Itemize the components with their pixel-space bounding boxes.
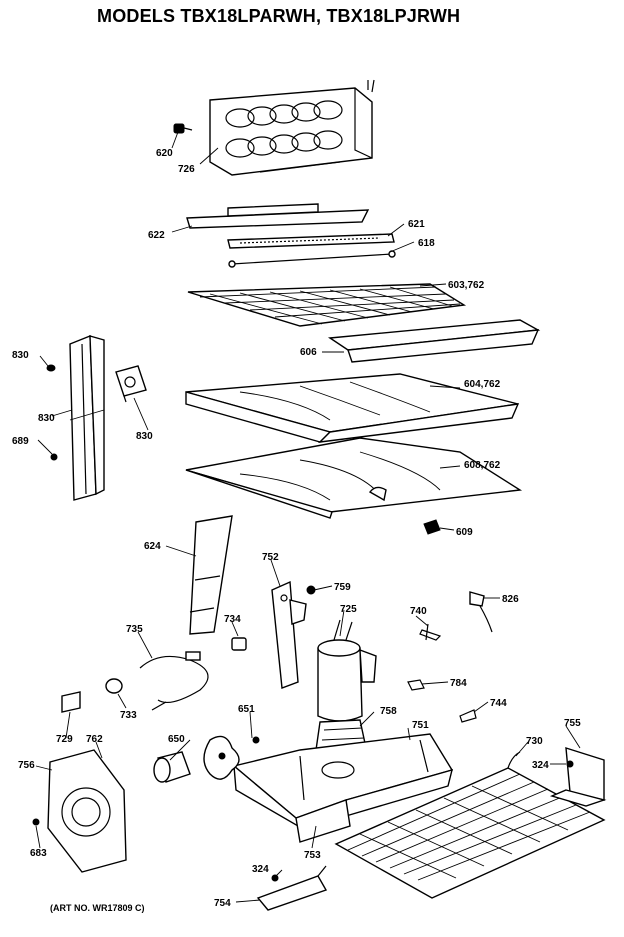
leader-lines	[35, 131, 581, 903]
callout-604-762: 604,762	[464, 379, 501, 390]
terminal-box	[61, 691, 81, 713]
grommet	[306, 585, 316, 595]
callout-744: 744	[490, 698, 507, 709]
wiring-harness	[139, 651, 209, 711]
screw-324-upper	[566, 760, 574, 768]
callout-324-lower: 324	[252, 864, 269, 875]
light-socket	[115, 365, 147, 403]
callout-606: 606	[300, 347, 317, 358]
callout-751: 751	[412, 720, 429, 731]
screw-small	[50, 453, 58, 461]
callout-762: 762	[86, 734, 103, 745]
defrost-heater	[227, 233, 395, 249]
callout-618: 618	[418, 238, 435, 249]
callout-830-strip: 830	[38, 413, 55, 424]
callout-730: 730	[526, 736, 543, 747]
screw-324-lower	[271, 874, 279, 882]
defrost-thermostat	[173, 123, 193, 134]
channel-strip	[69, 334, 105, 501]
art-number: (ART NO. WR17809 C)	[50, 903, 145, 913]
air-duct	[189, 515, 233, 635]
screw	[46, 364, 56, 372]
callout-754: 754	[214, 898, 231, 909]
screw-683	[32, 818, 40, 826]
callout-324-upper: 324	[532, 760, 549, 771]
condenser-shroud	[47, 749, 127, 873]
compressor	[317, 619, 377, 722]
callout-756: 756	[18, 760, 35, 771]
relay-start	[231, 637, 247, 651]
callout-735: 735	[126, 624, 143, 635]
fan-motor	[153, 751, 191, 783]
callout-740: 740	[410, 606, 427, 617]
callout-759: 759	[334, 582, 351, 593]
capacitor	[105, 678, 123, 694]
compressor-bracket	[271, 580, 307, 689]
callout-651: 651	[238, 704, 255, 715]
callout-621: 621	[408, 219, 425, 230]
callout-622: 622	[148, 230, 165, 241]
relay-clip	[419, 623, 442, 641]
callout-603-762: 603,762	[448, 280, 485, 291]
callout-624: 624	[144, 541, 161, 552]
callout-753: 753	[304, 850, 321, 861]
shelf-support	[423, 519, 441, 535]
callout-752: 752	[262, 552, 279, 563]
callout-609: 609	[456, 527, 473, 538]
evaporator-coil	[209, 79, 375, 176]
callout-608-762: 608,762	[464, 460, 501, 471]
fan-blade	[203, 735, 240, 780]
overload-protector	[469, 591, 493, 633]
nut-651	[252, 736, 260, 744]
callout-620: 620	[156, 148, 173, 159]
callout-758: 758	[380, 706, 397, 717]
drain-clip	[459, 709, 477, 723]
heater-rod	[228, 250, 396, 268]
callout-689: 689	[12, 436, 29, 447]
callout-733: 733	[120, 710, 137, 721]
callout-755: 755	[564, 718, 581, 729]
fresh-food-divider	[185, 437, 523, 519]
ice-tray-shelf	[327, 319, 541, 363]
callout-734: 734	[224, 614, 241, 625]
base-rail	[295, 799, 351, 843]
leveling-leg	[256, 865, 328, 911]
callout-labels: 620 726 622 621 618 603,762 606 604,762 …	[12, 148, 581, 909]
callout-826: 826	[502, 594, 519, 605]
callout-650: 650	[168, 734, 185, 745]
clamp	[407, 679, 425, 691]
callout-725: 725	[340, 604, 357, 615]
freezer-shelf	[187, 283, 467, 327]
callout-830-socket: 830	[136, 431, 153, 442]
condenser-coil	[334, 751, 606, 899]
callout-726: 726	[178, 164, 195, 175]
evaporator-cover	[186, 203, 370, 229]
callout-729: 729	[56, 734, 73, 745]
freezer-floor	[185, 373, 520, 443]
diagram-title: MODELS TBX18LPARWH, TBX18LPJRWH	[97, 6, 461, 26]
callout-784: 784	[450, 678, 467, 689]
condenser-bracket	[549, 747, 607, 807]
callout-683: 683	[30, 848, 47, 859]
callout-830-screw: 830	[12, 350, 29, 361]
